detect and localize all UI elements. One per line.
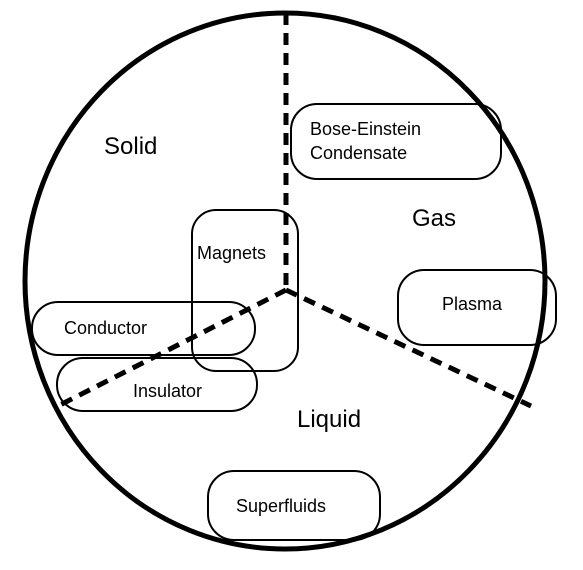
region-label-gas: Gas bbox=[412, 205, 456, 232]
bose-einstein-label-line2: Condensate bbox=[310, 143, 407, 163]
plasma-label: Plasma bbox=[442, 294, 503, 314]
insulator-label: Insulator bbox=[133, 381, 202, 401]
superfluids-box bbox=[207, 470, 381, 541]
bose-einstein-label-line1: Bose-Einstein bbox=[310, 119, 421, 139]
conductor-label: Conductor bbox=[64, 318, 147, 338]
region-label-liquid: Liquid bbox=[297, 406, 361, 433]
bose-einstein-condensate-box bbox=[290, 103, 502, 180]
magnets-label: Magnets bbox=[197, 243, 266, 263]
plasma-box bbox=[397, 269, 557, 346]
superfluids-label: Superfluids bbox=[236, 496, 326, 516]
conductor-box bbox=[31, 301, 256, 356]
region-label-solid: Solid bbox=[104, 133, 157, 160]
magnets-box bbox=[191, 209, 299, 372]
divider-right bbox=[284, 287, 533, 409]
insulator-box bbox=[56, 357, 258, 412]
